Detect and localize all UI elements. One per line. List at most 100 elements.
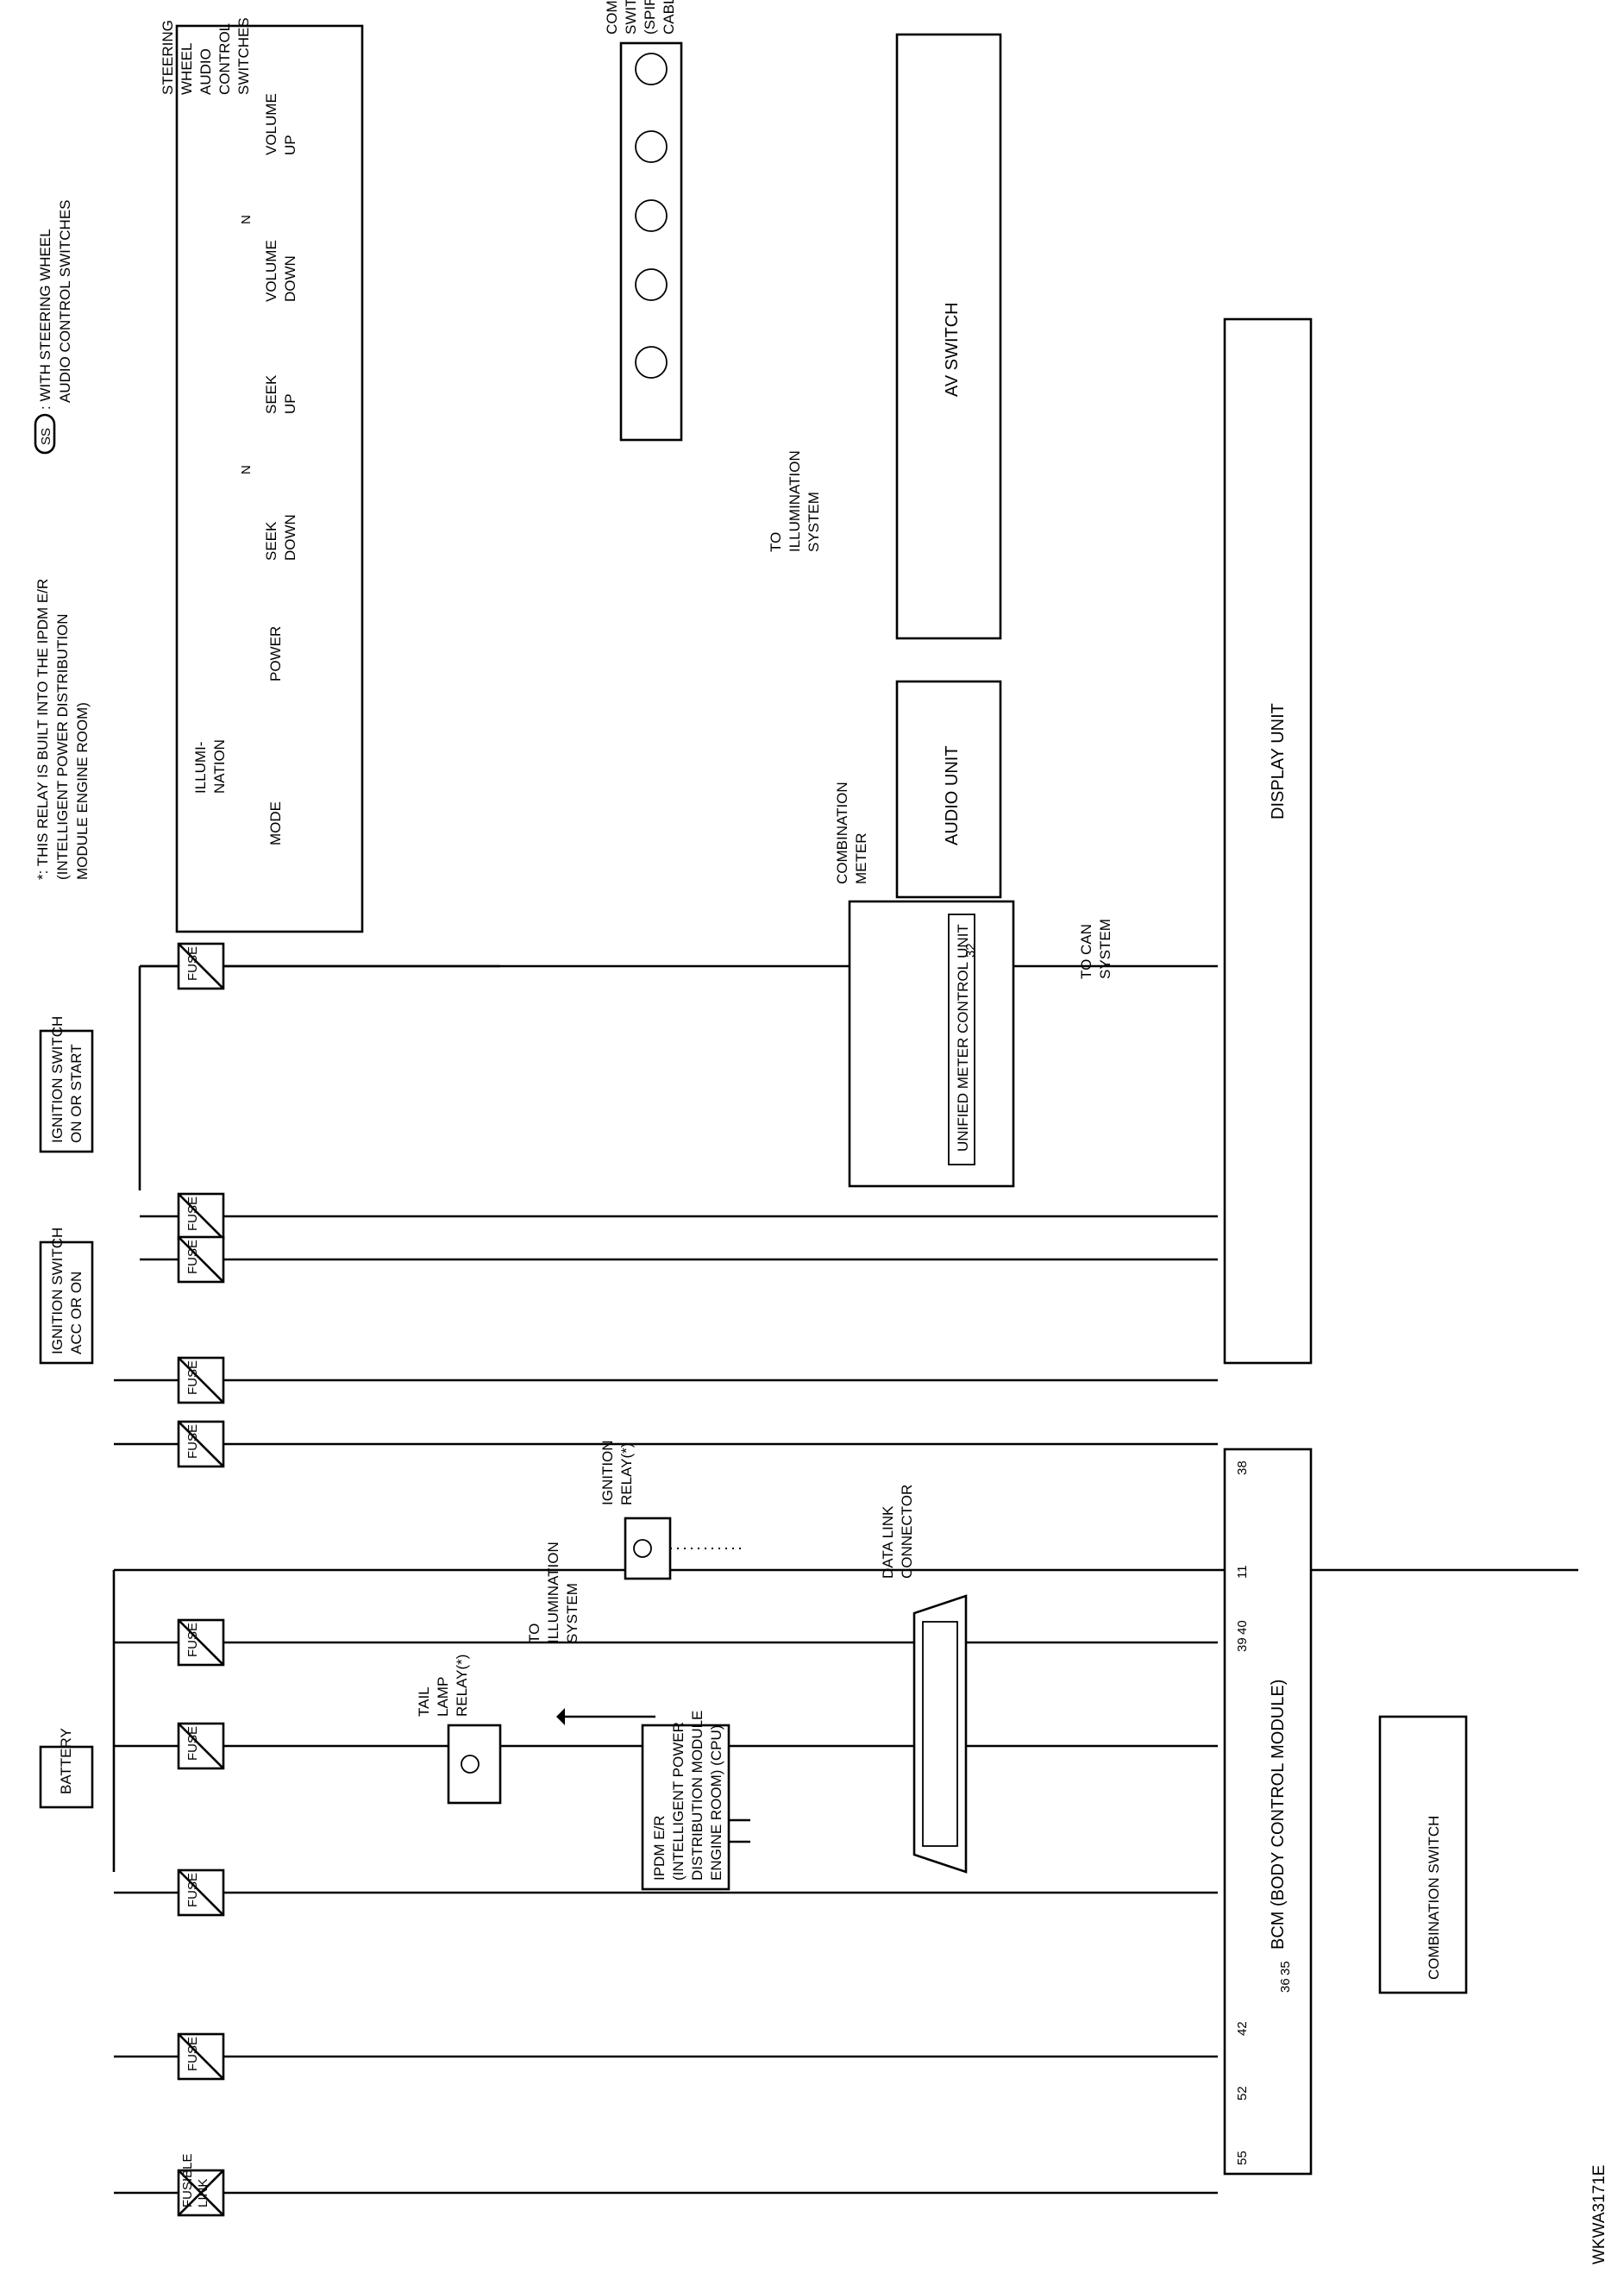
svg-text:32: 32 (963, 943, 978, 958)
svg-text:38: 38 (1235, 1460, 1250, 1475)
svg-text:ILLUMINATION: ILLUMINATION (545, 1542, 561, 1643)
svg-text:IPDM E/R: IPDM E/R (651, 1815, 668, 1881)
combination-switch: COMBINATION SWITCH (1378, 1715, 1468, 1994)
svg-text:DATA LINK: DATA LINK (880, 1505, 896, 1579)
svg-text:AUDIO: AUDIO (198, 48, 214, 95)
svg-text:FUSE: FUSE (185, 1360, 200, 1395)
svg-text:N: N (239, 465, 254, 474)
fuse-row-4: FUSE (114, 1356, 1218, 1404)
audio-unit: AUDIO UNIT (895, 680, 1002, 899)
svg-text:CONNECTOR: CONNECTOR (899, 1485, 915, 1579)
svg-text:IGNITION SWITCH: IGNITION SWITCH (49, 1016, 66, 1143)
svg-text:55: 55 (1235, 2151, 1250, 2165)
svg-text:52: 52 (1235, 2086, 1250, 2101)
relay-note: *: THIS RELAY IS BUILT INTO THE IPDM E/R… (34, 579, 91, 880)
svg-text:BCM (BODY CONTROL MODULE): BCM (BODY CONTROL MODULE) (1269, 1680, 1288, 1950)
ignition-on-box: IGNITION SWITCH ON OR START (39, 1016, 94, 1153)
svg-text:(INTELLIGENT POWER DISTRIBUTIO: (INTELLIGENT POWER DISTRIBUTION (54, 613, 71, 880)
svg-text:ILLUMINATION: ILLUMINATION (787, 450, 803, 552)
svg-text:MODULE ENGINE ROOM): MODULE ENGINE ROOM) (74, 702, 91, 880)
supply-bus (112, 964, 1578, 1872)
ignition-acc-box: IGNITION SWITCH ACC OR ON (39, 1228, 94, 1365)
svg-text:FUSE: FUSE (185, 1726, 200, 1761)
svg-text:TO: TO (526, 1623, 542, 1643)
svg-text:POWER: POWER (267, 626, 284, 681)
to-illumination-1: TO ILLUMINATION SYSTEM (768, 450, 822, 552)
svg-text:RELAY(*): RELAY(*) (454, 1655, 470, 1717)
fuse-row-2: FUSE (140, 1192, 1218, 1240)
svg-text:MODE: MODE (267, 801, 284, 845)
bcm: BCM (BODY CONTROL MODULE) 38 11 39 40 55… (1223, 1448, 1313, 2176)
combination-meter: UNIFIED METER CONTROL UNIT COMBINATION M… (834, 782, 1015, 1188)
svg-text:TAIL: TAIL (416, 1686, 432, 1717)
svg-text:RELAY(*): RELAY(*) (618, 1443, 635, 1505)
svg-text:UP: UP (282, 135, 298, 155)
spiral-cable: COMBINATION SWITCH (SPIRAL CABLE) (604, 0, 683, 442)
fuse-row-8: FUSE (114, 1868, 1218, 1917)
svg-text:UNIFIED METER CONTROL UNIT: UNIFIED METER CONTROL UNIT (955, 924, 971, 1152)
svg-text:(SPIRAL: (SPIRAL (642, 0, 658, 35)
svg-text:AUDIO UNIT: AUDIO UNIT (943, 745, 962, 845)
svg-text:COMBINATION: COMBINATION (834, 782, 850, 884)
fusible-link: FUSIBLE LINK (114, 2153, 1218, 2217)
svg-text:SWITCH: SWITCH (623, 0, 639, 35)
svg-text:35: 35 (1278, 1961, 1293, 1975)
svg-text:DOWN: DOWN (282, 514, 298, 561)
ss-legend: SS : WITH STEERING WHEEL AUDIO CONTROL S… (34, 200, 73, 455)
svg-text:WKWA3171E: WKWA3171E (1590, 2165, 1608, 2264)
svg-text:SS: SS (39, 428, 53, 445)
svg-text:39: 39 (1235, 1637, 1250, 1652)
fuse-row-10: FUSE (114, 2032, 1218, 2081)
svg-text:NATION: NATION (211, 739, 228, 794)
svg-text:DISPLAY UNIT: DISPLAY UNIT (1269, 703, 1288, 820)
fuse-row-3: FUSE (140, 1235, 1218, 1284)
svg-text:METER: METER (853, 833, 869, 885)
svg-text:: WITH STEERING WHEEL: : WITH STEERING WHEEL (37, 229, 53, 410)
svg-text:FUSE: FUSE (185, 1623, 200, 1657)
svg-text:FUSE: FUSE (185, 946, 200, 981)
svg-text:FUSE: FUSE (185, 1196, 200, 1231)
svg-text:ENGINE ROOM) (CPU): ENGINE ROOM) (CPU) (708, 1725, 724, 1881)
svg-text:FUSIBLE: FUSIBLE (180, 2153, 195, 2207)
svg-text:COMBINATION: COMBINATION (604, 0, 620, 35)
svg-text:DOWN: DOWN (282, 255, 298, 302)
svg-text:COMBINATION SWITCH: COMBINATION SWITCH (1426, 1816, 1442, 1980)
svg-text:42: 42 (1235, 2021, 1250, 2036)
to-illumination-2: TO ILLUMINATION SYSTEM (526, 1542, 655, 1725)
svg-text:*: THIS RELAY IS BUILT INTO TH: *: THIS RELAY IS BUILT INTO THE IPDM E/R (34, 579, 51, 880)
ignition-relay: IGNITION RELAY(*) (599, 1440, 742, 1580)
tail-lamp-relay: TAIL LAMP RELAY(*) (416, 1655, 502, 1805)
svg-text:STEERING: STEERING (160, 20, 176, 95)
svg-text:AUDIO CONTROL SWITCHES: AUDIO CONTROL SWITCHES (57, 200, 73, 404)
svg-text:IGNITION: IGNITION (599, 1440, 616, 1505)
to-can-system: TO CAN SYSTEM (1078, 919, 1113, 979)
svg-text:AV SWITCH: AV SWITCH (943, 302, 962, 397)
svg-text:CABLE): CABLE) (661, 0, 677, 35)
svg-text:SYSTEM: SYSTEM (806, 492, 822, 552)
data-link-connector: DATA LINK CONNECTOR (880, 1485, 968, 1874)
svg-text:SEEK: SEEK (263, 521, 279, 561)
svg-text:UP: UP (282, 393, 298, 414)
svg-text:DISTRIBUTION MODULE: DISTRIBUTION MODULE (689, 1711, 705, 1881)
svg-text:ILLUMI-: ILLUMI- (192, 742, 209, 794)
battery-box: BATTERY (39, 1728, 94, 1809)
ipdm-er: IPDM E/R (INTELLIGENT POWER DISTRIBUTION… (641, 1711, 750, 1891)
svg-text:ON OR START: ON OR START (68, 1044, 85, 1143)
svg-text:SYSTEM: SYSTEM (1097, 919, 1113, 979)
svg-text:IGNITION SWITCH: IGNITION SWITCH (49, 1228, 66, 1354)
svg-text:BATTERY: BATTERY (58, 1728, 74, 1794)
svg-text:N: N (239, 215, 254, 224)
svg-text:SYSTEM: SYSTEM (564, 1583, 580, 1643)
av-switch: AV SWITCH (895, 33, 1002, 640)
fuse-row-1: FUSE (140, 942, 1218, 990)
bcm-pins-combo: 36 35 (1278, 1961, 1293, 1993)
svg-text:VOLUME: VOLUME (263, 240, 279, 302)
diagram-id: WKWA3171E (1590, 2165, 1608, 2264)
svg-text:SEEK: SEEK (263, 374, 279, 414)
svg-text:(INTELLIGENT POWER: (INTELLIGENT POWER (670, 1722, 687, 1881)
svg-text:FUSE: FUSE (185, 2037, 200, 2071)
svg-text:SWITCHES: SWITCHES (235, 17, 252, 95)
svg-text:FUSE: FUSE (185, 1873, 200, 1907)
svg-text:TO CAN: TO CAN (1078, 924, 1094, 979)
